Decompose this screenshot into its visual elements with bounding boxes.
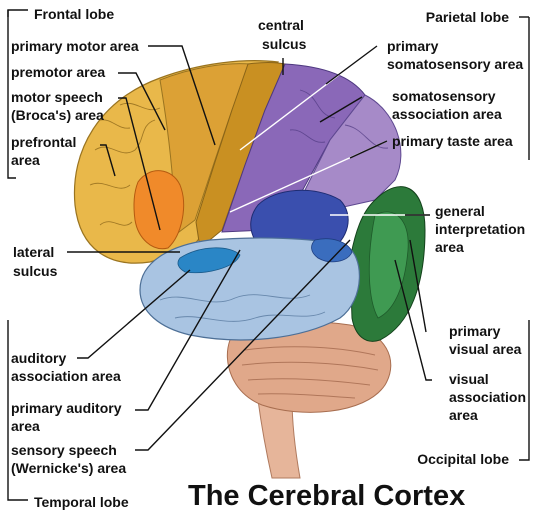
primary-somatosensory-label-line1: primary xyxy=(387,38,438,54)
somatosensory-association-label-line2: association area xyxy=(392,106,502,122)
temporal-lobe-label: Temporal lobe xyxy=(34,494,129,510)
auditory-association-label-line1: auditory xyxy=(11,350,66,366)
primary-auditory-label-line1: primary auditory xyxy=(11,400,121,416)
auditory-association-label-line2: association area xyxy=(11,368,121,384)
primary-somatosensory-label-line2: somatosensory area xyxy=(387,56,523,72)
sensory-speech-label-line1: sensory speech xyxy=(11,442,117,458)
motor-speech-label-line1: motor speech xyxy=(11,89,103,105)
diagram-title: The Cerebral Cortex xyxy=(188,480,465,513)
primary-visual-label-line1: primary xyxy=(449,323,500,339)
lateral-sulcus-label-line1: lateral xyxy=(13,244,54,260)
frontal-lobe-label: Frontal lobe xyxy=(34,6,114,22)
general-interpretation-label-line1: general xyxy=(435,203,485,219)
lateral-sulcus-label-line2: sulcus xyxy=(13,263,57,279)
prefrontal-label-line2: area xyxy=(11,152,40,168)
motor-speech-label-line2: (Broca's) area xyxy=(11,107,104,123)
premotor-area-label: premotor area xyxy=(11,64,105,80)
broca-area xyxy=(134,171,184,249)
brain-illustration xyxy=(74,61,425,478)
visual-association-label-line3: area xyxy=(449,407,478,423)
primary-taste-area-label: primary taste area xyxy=(392,133,513,149)
general-interpretation-label-line2: interpretation xyxy=(435,221,525,237)
visual-association-label-line1: visual xyxy=(449,371,489,387)
somatosensory-association-label-line1: somatosensory xyxy=(392,88,495,104)
visual-association-label-line2: association xyxy=(449,389,526,405)
occipital-lobe-label: Occipital lobe xyxy=(417,451,509,467)
primary-visual-label-line2: visual area xyxy=(449,341,521,357)
central-sulcus-label-line2: sulcus xyxy=(262,36,306,52)
prefrontal-label-line1: prefrontal xyxy=(11,134,76,150)
primary-auditory-label-line2: area xyxy=(11,418,40,434)
primary-motor-area-label: primary motor area xyxy=(11,38,139,54)
central-sulcus-label-line1: central xyxy=(258,17,304,33)
parietal-lobe-label: Parietal lobe xyxy=(426,9,509,25)
sensory-speech-label-line2: (Wernicke's) area xyxy=(11,460,126,476)
general-interpretation-label-line3: area xyxy=(435,239,464,255)
